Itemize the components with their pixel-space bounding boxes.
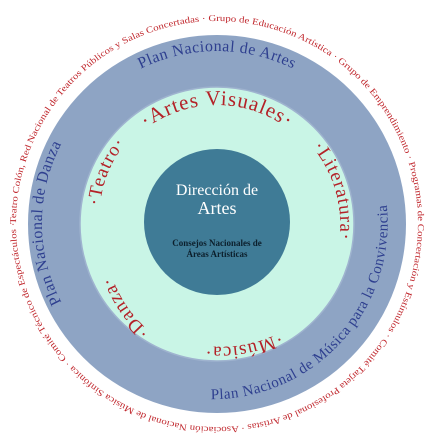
center-title-line2: Artes bbox=[198, 198, 237, 218]
center-subtitle-line1: Consejos Nacionales de bbox=[172, 238, 262, 248]
center-subtitle-line2: Áreas Artísticas bbox=[186, 249, 248, 259]
center-title-line1: Dirección de bbox=[176, 182, 258, 199]
center-circle bbox=[144, 149, 290, 295]
